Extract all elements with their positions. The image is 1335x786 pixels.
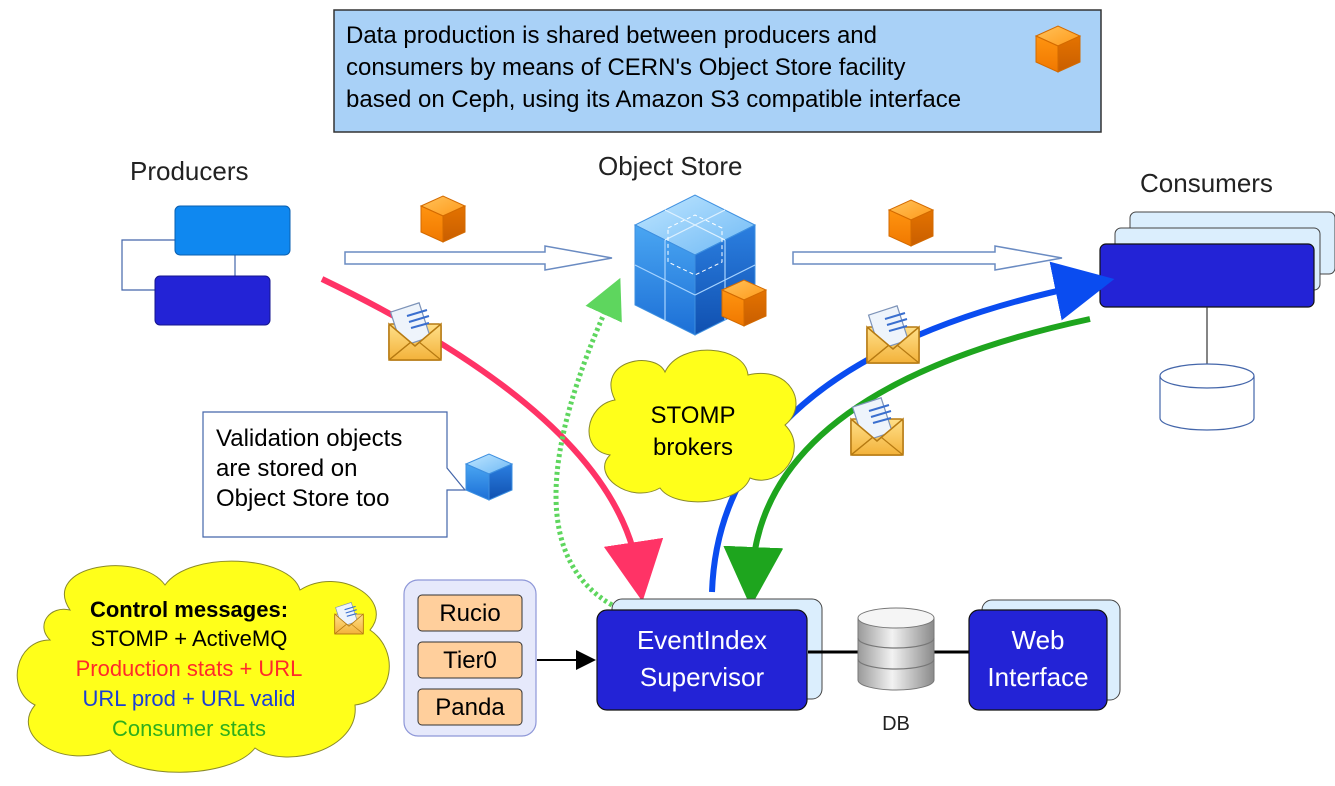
envelope-icon xyxy=(866,304,920,364)
validation-note-line: Object Store too xyxy=(216,485,389,512)
source-box-tier0 xyxy=(417,641,523,679)
control-messages-item: URL prod + URL valid xyxy=(83,686,296,711)
source-box-rucio xyxy=(417,594,523,632)
supervisor-label: Supervisor xyxy=(640,662,765,692)
cube-icon xyxy=(888,199,934,247)
web-interface-label: Web xyxy=(1012,625,1065,655)
consumer-to-supervisor-arrow xyxy=(723,316,1091,607)
banner-line: based on Ceph, using its Amazon S3 compa… xyxy=(346,86,961,113)
data-flow-arrow xyxy=(344,245,613,271)
source-box-panda xyxy=(417,688,523,726)
cube-icon xyxy=(420,195,466,243)
control-messages-item: Consumer stats xyxy=(112,716,266,741)
producer-box xyxy=(174,205,291,256)
supervisor-to-consumer-arrow xyxy=(709,261,1115,593)
envelope-icon xyxy=(388,301,442,361)
data-flow-arrow xyxy=(792,245,1063,271)
control-messages-title: Control messages: xyxy=(90,597,288,622)
producer-box xyxy=(154,275,271,326)
web-interface-label: Interface xyxy=(987,662,1088,692)
source-label: Tier0 xyxy=(443,647,497,674)
cube-icon xyxy=(1035,25,1081,73)
db-icon xyxy=(857,607,935,691)
consumer-box xyxy=(1099,243,1315,308)
control-messages-item: STOMP + ActiveMQ xyxy=(91,626,288,651)
validation-note-line: Validation objects xyxy=(216,425,402,452)
validation-to-object-store-arrow xyxy=(553,277,622,608)
supervisor-node: EventIndex Supervisor xyxy=(596,598,823,711)
control-messages-cloud: Control messages: STOMP + ActiveMQ Produ… xyxy=(16,560,390,773)
source-label: Panda xyxy=(435,694,505,721)
supervisor-label: EventIndex xyxy=(637,625,767,655)
web-interface-node: Web Interface xyxy=(968,599,1121,711)
brokers-line: STOMP xyxy=(651,402,736,429)
banner-line: consumers by means of CERN's Object Stor… xyxy=(346,54,905,81)
banner: Data production is shared between produc… xyxy=(333,9,1102,133)
validation-cube-icon xyxy=(464,453,514,501)
cube-icon xyxy=(721,279,767,327)
validation-note: Validation objects are stored on Object … xyxy=(202,411,467,538)
brokers-line: brokers xyxy=(653,434,733,461)
consumers-node xyxy=(1099,211,1335,431)
stomp-brokers-cloud: STOMP brokers xyxy=(588,349,797,503)
sources-group: Rucio Tier0 Panda xyxy=(403,579,537,737)
consumer-storage-icon xyxy=(1159,363,1255,431)
object-store-label: Object Store xyxy=(598,151,743,181)
validation-note-line: are stored on xyxy=(216,455,357,482)
producers-node xyxy=(121,205,291,326)
control-messages-item: Production stats + URL xyxy=(76,656,303,681)
db-label: DB xyxy=(882,713,910,735)
banner-line: Data production is shared between produc… xyxy=(346,22,877,49)
envelope-icon xyxy=(850,396,904,456)
source-label: Rucio xyxy=(439,600,500,627)
producers-label: Producers xyxy=(130,156,249,186)
consumers-label: Consumers xyxy=(1140,168,1273,198)
